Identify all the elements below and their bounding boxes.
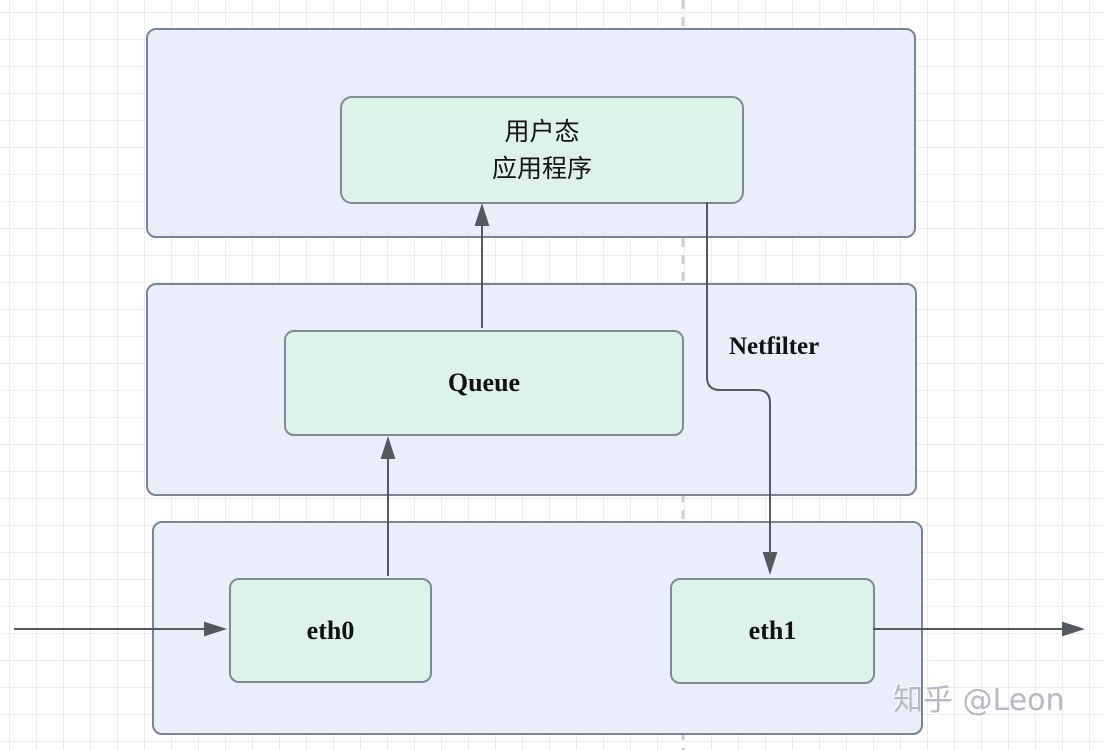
user-app-label-line2: 应用程序 [491, 154, 592, 183]
eth1-node: eth1 [670, 578, 875, 684]
netfilter-label: Netfilter [729, 333, 820, 360]
eth0-label: eth0 [306, 615, 355, 645]
queue-label: Queue [447, 368, 521, 397]
user-app-label-line1: 用户态 [504, 117, 580, 146]
queue-node: Queue [284, 330, 684, 436]
user-app-node: 用户态 应用程序 [340, 96, 744, 204]
interfaces-container: eth0 eth1 [152, 521, 923, 735]
eth1-label: eth1 [748, 616, 797, 645]
user-space-container: 用户态 应用程序 [146, 28, 916, 238]
eth0-node: eth0 [229, 578, 432, 683]
netfilter-container: Netfilter Queue [146, 283, 917, 496]
watermark: 知乎 @Leon [893, 683, 1065, 718]
